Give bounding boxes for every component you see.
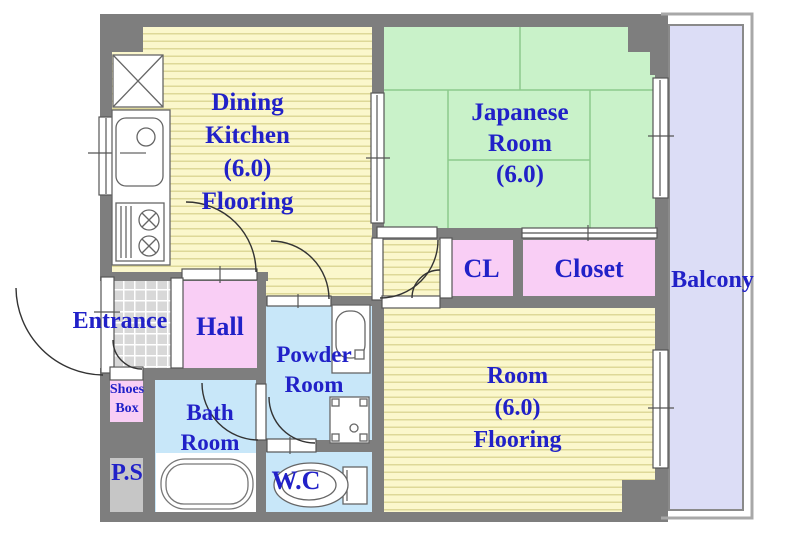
bath-room-label: Bath Room — [158, 398, 262, 458]
label-line: Dining — [211, 89, 284, 116]
passage-left-opening — [371, 237, 384, 301]
pipe-space-area — [110, 458, 143, 512]
label-line: Powder — [276, 342, 352, 367]
label-line: Flooring — [473, 427, 562, 453]
closet-label: Closet — [554, 254, 624, 283]
label-line: Kitchen — [205, 122, 290, 149]
shoes-box-area — [110, 378, 143, 422]
wall-bottom — [100, 512, 668, 522]
shoes-box-label: Shoes Box — [103, 380, 151, 418]
wall-hall-bottom — [100, 368, 266, 380]
japanese-room-label: Japanese Room (6.0) — [420, 97, 620, 190]
wall-shoes-ps-divider — [110, 422, 143, 458]
wall-powder-top — [266, 296, 372, 306]
wall-hall-right — [257, 272, 266, 380]
hall-floor — [183, 278, 257, 368]
wall-left-lower — [100, 368, 110, 522]
wall-shoes-bath — [143, 368, 155, 512]
pillar-top-right-a — [628, 14, 665, 52]
entrance-label: Entrance — [72, 308, 168, 334]
wall-bath-right — [256, 380, 266, 512]
cl-floor — [450, 240, 513, 296]
room-label: Room (6.0) Flooring — [415, 360, 620, 456]
dining-kitchen-label: Dining Kitchen (6.0) Flooring — [160, 86, 335, 218]
wc-label: W.C — [271, 466, 321, 495]
wall-room-west — [372, 296, 384, 512]
dk-jr-sliding-door — [370, 92, 385, 224]
pillar-bottom-right — [622, 480, 668, 513]
cl-label: CL — [463, 254, 500, 283]
wall-left-upper — [100, 14, 112, 278]
label-line: Bath — [186, 400, 234, 425]
label-line: Room — [486, 363, 549, 389]
passage-floor — [383, 238, 440, 298]
wall-jr-bottom — [384, 228, 665, 240]
label-line: (6.0) — [223, 155, 272, 182]
label-line: Japanese — [471, 99, 569, 126]
wall-powder-wc — [266, 440, 372, 452]
label-line: (6.0) — [494, 395, 541, 421]
wall-cl-closet — [513, 238, 523, 298]
ps-label: P.S — [111, 460, 143, 486]
wall-mid-horizontal — [372, 296, 665, 308]
wall-top — [100, 14, 665, 27]
wall-dk-jr-lower — [372, 223, 384, 240]
pillar-top-right-b — [650, 52, 665, 75]
room-floor — [384, 308, 655, 512]
dining-kitchen-floor-extension — [266, 272, 372, 296]
label-line: Room — [488, 130, 552, 157]
bathtub-zone — [156, 453, 256, 512]
label-line: Flooring — [201, 188, 294, 215]
label-line: (6.0) — [496, 161, 544, 188]
label-line: Box — [115, 401, 139, 416]
wall-dk-jr-upper — [372, 27, 384, 93]
hall-label: Hall — [196, 312, 244, 341]
label-line: Shoes — [109, 382, 145, 397]
pillar-top-left — [100, 14, 143, 52]
wall-dk-bottom — [100, 272, 268, 281]
balcony-label: Balcony — [671, 267, 754, 293]
label-line: Room — [284, 372, 344, 397]
closet-floor — [523, 238, 655, 296]
powder-room-label: Powder Room — [262, 340, 366, 400]
label-line: Room — [180, 430, 240, 455]
